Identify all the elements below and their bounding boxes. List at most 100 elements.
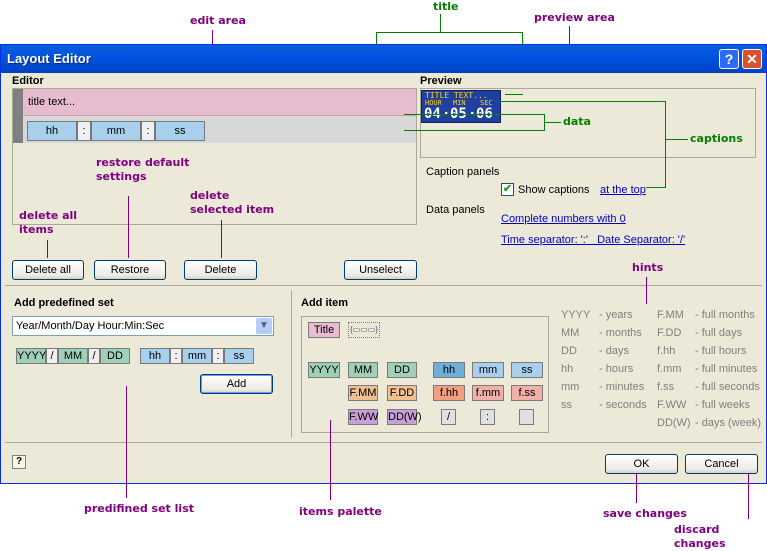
hint-yyyy-desc: - years xyxy=(599,309,633,321)
annotation-hints: hints xyxy=(632,261,664,274)
annotation-save-changes: save changes xyxy=(603,507,687,520)
items-palette: Title {▭▭▭} YYYY MM DD hh mm ss F.MM F.D… xyxy=(301,316,549,433)
help-icon[interactable]: ? xyxy=(12,455,26,469)
add-item-label: Add item xyxy=(301,297,349,309)
annotation-preview-area: preview area xyxy=(534,11,615,24)
hint-hh-key: hh xyxy=(561,363,574,375)
palette-item-full-dd[interactable]: F.DD xyxy=(387,385,417,401)
hint-fss-desc: - full seconds xyxy=(695,381,760,393)
palette-item-full-mm[interactable]: F.MM xyxy=(348,385,378,401)
add-button[interactable]: Add xyxy=(200,374,273,394)
predefined-token-hh: hh xyxy=(140,348,170,364)
hint-yyyy-key: YYYY xyxy=(561,309,591,321)
editor-field-sep[interactable]: : xyxy=(141,121,155,141)
annotation-line xyxy=(544,114,545,131)
hint-dd-desc: - days xyxy=(599,345,629,357)
annotation-line xyxy=(404,114,545,115)
hint-fmm-key: F.MM xyxy=(657,309,684,321)
edit-area[interactable]: title text... hh : mm : ss xyxy=(12,88,417,225)
annotation-line xyxy=(440,14,441,32)
show-captions-label[interactable]: Show captions xyxy=(518,184,590,196)
hint-ddw-desc: - days (week) xyxy=(695,417,762,429)
hint-fhh-desc: - full hours xyxy=(695,345,747,357)
predefined-token-mm: mm xyxy=(182,348,212,364)
hint-fdd-key: F.DD xyxy=(657,327,682,339)
editor-field-hh[interactable]: hh xyxy=(27,121,77,141)
preview-caption-hour: HOUR xyxy=(425,99,442,107)
editor-field-ss[interactable]: ss xyxy=(155,121,205,141)
delete-all-button[interactable]: Delete all xyxy=(12,260,84,280)
annotation-line xyxy=(646,187,666,188)
hint-ss-key: ss xyxy=(561,399,572,411)
close-button[interactable]: ✕ xyxy=(742,49,762,69)
predefined-set-value: Year/Month/Day Hour:Min:Sec xyxy=(16,320,165,332)
divider xyxy=(291,290,292,438)
unselect-button[interactable]: Unselect xyxy=(344,260,417,280)
palette-item-hh[interactable]: hh xyxy=(433,362,465,378)
preview-area: TITLE TEXT... HOUR MIN SEC 04 · 05 · 06 xyxy=(420,88,756,158)
palette-item-space[interactable] xyxy=(519,409,534,425)
hint-mm-desc: - months xyxy=(599,327,642,339)
predefined-token-ss: ss xyxy=(224,348,254,364)
title-item-row[interactable]: title text... xyxy=(23,89,416,116)
palette-item-date-sep[interactable]: / xyxy=(441,409,456,425)
annotation-line xyxy=(665,101,666,188)
hint-fmm-desc: - full months xyxy=(695,309,755,321)
divider xyxy=(5,442,762,443)
hint-mm-key: MM xyxy=(561,327,580,339)
layout-editor-window: Layout Editor ? ✕ Editor title text... h… xyxy=(0,44,767,484)
annotation-line xyxy=(666,139,688,140)
predefined-token-sep: / xyxy=(88,348,100,364)
annotation-line xyxy=(404,130,545,131)
predefined-token-sep: : xyxy=(212,348,224,364)
annotation-delete-all: delete all xyxy=(19,209,78,222)
divider xyxy=(5,285,762,286)
predefined-token-mm: MM xyxy=(58,348,88,364)
preview-caption-sec: SEC xyxy=(480,99,493,107)
preview-clock: TITLE TEXT... HOUR MIN SEC 04 · 05 · 06 xyxy=(421,90,501,123)
hint-hh-desc: - hours xyxy=(599,363,634,375)
palette-item-ss[interactable]: ss xyxy=(511,362,543,378)
predefined-token-dd: DD xyxy=(100,348,130,364)
annotation-edit-area: edit area xyxy=(190,14,246,27)
cancel-button[interactable]: Cancel xyxy=(685,454,758,474)
palette-item-dd-week[interactable]: DD(W) xyxy=(387,409,422,425)
annotation-delete-selected: delete xyxy=(190,189,230,202)
annotation-restore-default: restore default xyxy=(96,156,190,169)
caption-position-link[interactable]: at the top xyxy=(600,184,646,196)
complete-numbers-link[interactable]: Complete numbers with 0 xyxy=(501,213,626,225)
hint-min-desc: - minutes xyxy=(599,381,645,393)
preview-caption-min: MIN xyxy=(453,99,466,107)
palette-item-group-icon[interactable]: {▭▭▭} xyxy=(348,322,380,338)
hint-fww-desc: - full weeks xyxy=(695,399,751,411)
annotation-line xyxy=(646,277,647,304)
chevron-down-icon[interactable]: ▼ xyxy=(256,318,272,334)
separator-link[interactable]: Time separator: ':' Date Separator: '/' xyxy=(501,234,686,246)
palette-item-full-min[interactable]: f.mm xyxy=(472,385,504,401)
delete-button[interactable]: Delete xyxy=(184,260,257,280)
palette-item-full-hh[interactable]: f.hh xyxy=(433,385,465,401)
annotation-line xyxy=(126,386,127,498)
annotation-line xyxy=(221,220,222,258)
predefined-set-select[interactable]: Year/Month/Day Hour:Min:Sec ▼ xyxy=(12,316,274,336)
row-handle[interactable] xyxy=(13,89,23,143)
palette-item-time-sep[interactable]: : xyxy=(480,409,495,425)
help-button[interactable]: ? xyxy=(719,49,739,69)
annotation-data: data xyxy=(563,115,591,128)
editor-field-sep[interactable]: : xyxy=(77,121,91,141)
annotation-title: title xyxy=(433,0,459,13)
ok-button[interactable]: OK xyxy=(605,454,678,474)
annotation-discard-changes: discard changes xyxy=(674,523,726,550)
editor-field-mm[interactable]: mm xyxy=(91,121,141,141)
annotation-line xyxy=(545,122,561,123)
palette-item-mm-min[interactable]: mm xyxy=(472,362,504,378)
palette-item-dd[interactable]: DD xyxy=(387,362,417,378)
palette-item-title[interactable]: Title xyxy=(308,322,340,338)
restore-button[interactable]: Restore xyxy=(94,260,166,280)
palette-item-full-ww[interactable]: F.WW xyxy=(348,409,379,425)
palette-item-full-ss[interactable]: f.ss xyxy=(511,385,543,401)
hint-fmin-desc: - full minutes xyxy=(695,363,758,375)
palette-item-yyyy[interactable]: YYYY xyxy=(308,362,340,378)
show-captions-checkbox[interactable]: ✔ xyxy=(501,183,514,196)
palette-item-mm[interactable]: MM xyxy=(348,362,378,378)
